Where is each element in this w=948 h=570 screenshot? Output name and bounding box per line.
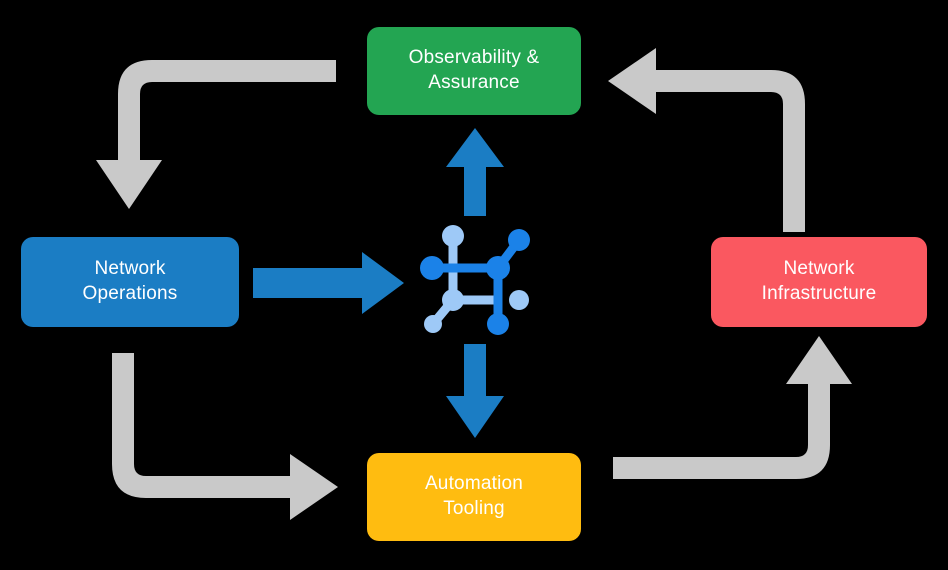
node-label-automation-tooling: Automation Tooling xyxy=(424,473,524,519)
gray-arrow-automation-to-infrastructure xyxy=(613,336,852,479)
gray-arrow-observability-to-operations xyxy=(96,60,336,209)
node-label-network-operations: Network Operations xyxy=(82,258,178,304)
blue-arrow-operations-to-center xyxy=(253,252,404,314)
network-topology-icon xyxy=(420,225,530,335)
node-label-observability: Observability & Assurance xyxy=(408,47,540,93)
network-icon-links-secondary xyxy=(427,231,503,329)
blue-arrow-center-to-automation xyxy=(446,344,504,438)
node-label-network-infrastructure: Network Infrastructure xyxy=(761,258,877,304)
network-icon-nodes-primary xyxy=(420,229,530,335)
gray-arrow-infrastructure-to-observability xyxy=(608,48,805,232)
node-network-operations[interactable]: Network Operations xyxy=(21,237,239,327)
node-observability-assurance[interactable]: Observability & Assurance xyxy=(367,27,581,115)
gray-arrow-operations-to-automation xyxy=(112,353,338,520)
network-icon-nodes-secondary xyxy=(424,225,529,333)
node-automation-tooling[interactable]: Automation Tooling xyxy=(367,453,581,541)
node-network-infrastructure[interactable]: Network Infrastructure xyxy=(711,237,927,327)
blue-arrow-center-to-observability xyxy=(446,128,504,216)
